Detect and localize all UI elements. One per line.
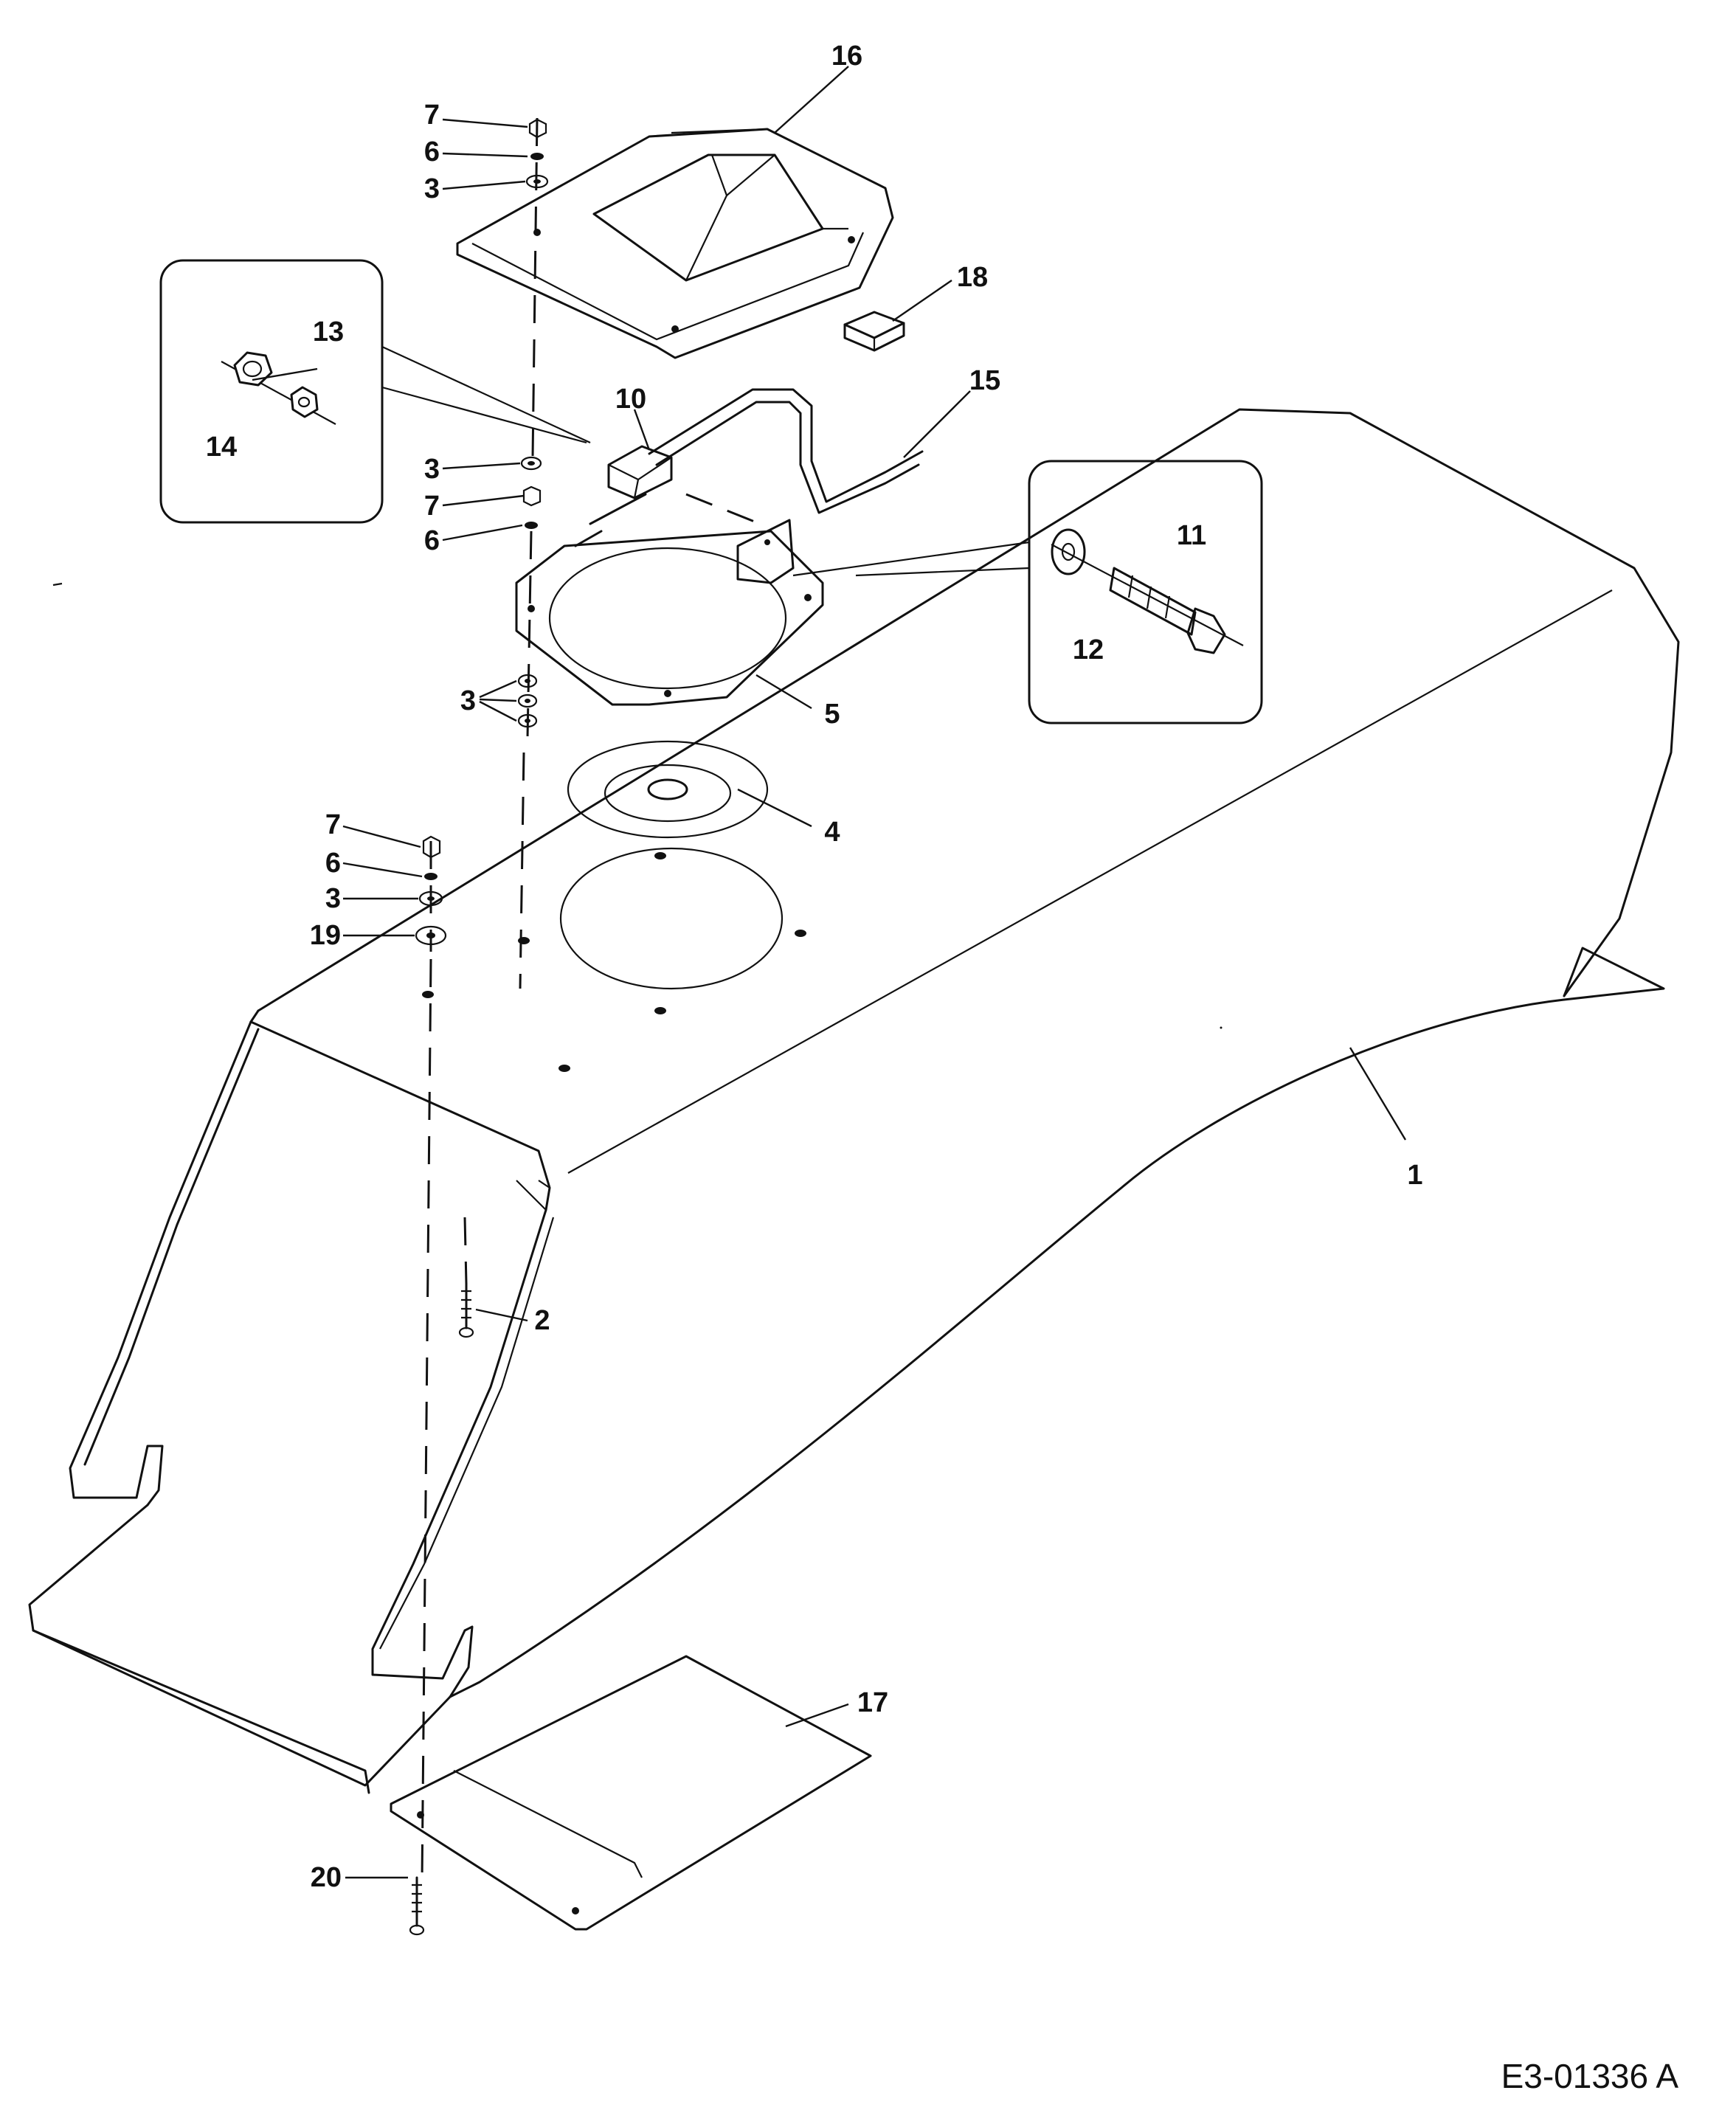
bottom-plate bbox=[390, 1655, 872, 1931]
callout-3-top: 3 bbox=[424, 173, 440, 204]
callout-6-top: 6 bbox=[424, 136, 440, 167]
callout-3-mid: 3 bbox=[424, 454, 440, 485]
callout-7-mid: 7 bbox=[424, 491, 440, 522]
callout-3-triple: 3 bbox=[460, 685, 476, 716]
callout-17: 17 bbox=[857, 1687, 888, 1718]
main-housing bbox=[28, 408, 1680, 1794]
callout-labels: 16 18 15 10 13 14 7 6 3 3 7 6 11 12 3 5 … bbox=[206, 41, 1423, 1893]
callout-1: 1 bbox=[1407, 1160, 1422, 1191]
callout-5: 5 bbox=[824, 699, 840, 730]
callout-19: 19 bbox=[310, 920, 341, 951]
callout-14: 14 bbox=[206, 432, 237, 463]
callout-13: 13 bbox=[313, 316, 344, 347]
callout-16: 16 bbox=[831, 41, 862, 72]
callout-6-low: 6 bbox=[325, 848, 341, 879]
callout-7-top: 7 bbox=[424, 100, 440, 131]
detail-box-nut bbox=[159, 259, 591, 524]
callout-6-mid: 6 bbox=[424, 525, 440, 556]
callout-11: 11 bbox=[1177, 520, 1206, 551]
housing-holes bbox=[422, 847, 806, 1072]
callout-18: 18 bbox=[957, 262, 988, 293]
bracket-plate bbox=[515, 519, 824, 706]
callout-20: 20 bbox=[311, 1862, 342, 1893]
top-cover bbox=[456, 128, 894, 359]
callout-2: 2 bbox=[534, 1305, 550, 1336]
callout-10: 10 bbox=[615, 384, 646, 415]
leader-lines bbox=[252, 66, 1407, 1879]
document-code: E3-01336 A bbox=[1501, 2057, 1679, 2095]
callout-4: 4 bbox=[824, 817, 840, 848]
stray-marks bbox=[52, 582, 1223, 1029]
callout-12: 12 bbox=[1073, 634, 1104, 665]
small-block-part bbox=[843, 311, 905, 352]
callout-15: 15 bbox=[969, 365, 1000, 396]
callout-3-low: 3 bbox=[325, 883, 341, 914]
assembly-axes bbox=[421, 117, 761, 1882]
disc bbox=[567, 740, 769, 839]
cable bbox=[648, 388, 924, 514]
switch bbox=[574, 445, 673, 547]
callout-7-low: 7 bbox=[325, 809, 341, 840]
detail-box-bolt bbox=[792, 460, 1263, 724]
